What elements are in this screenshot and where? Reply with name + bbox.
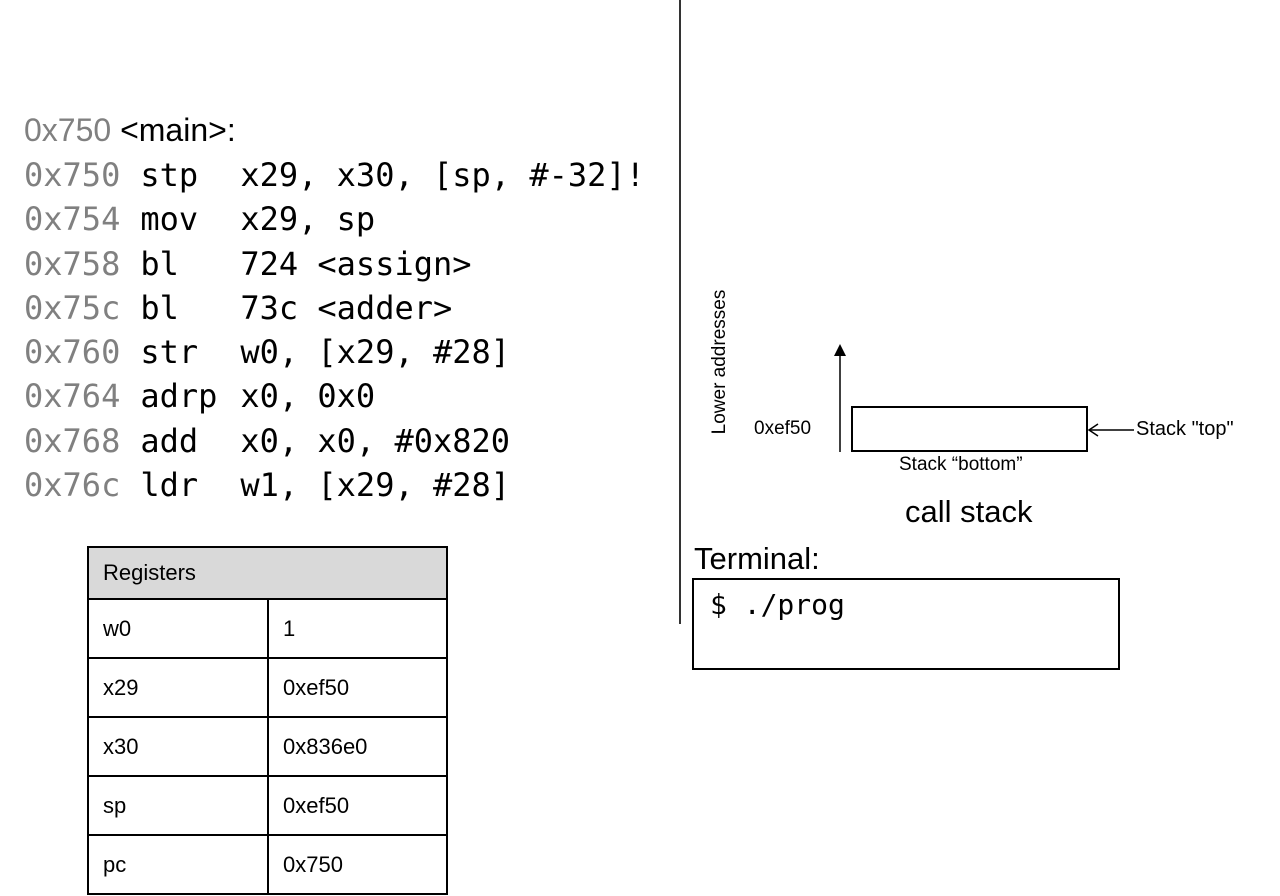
- code-opcode: mov: [140, 200, 199, 239]
- function-name: <main>:: [120, 112, 236, 148]
- call-stack-caption: call stack: [905, 494, 1033, 529]
- registers-table: Registers w0 1 x29 0xef50 x30 0x836e0 sp…: [87, 546, 448, 895]
- stack-top-label: Stack "top": [1136, 418, 1234, 440]
- code-operands: x29, x30, [sp, #-32]!: [240, 156, 645, 194]
- code-opcode: stp: [140, 156, 199, 194]
- code-address: 0x76c: [24, 466, 121, 505]
- register-name: x29: [87, 657, 269, 718]
- registers-title: Registers: [87, 546, 448, 600]
- register-value: 0x750: [267, 834, 448, 895]
- stack-address-label: 0xef50: [754, 418, 812, 439]
- code-address: 0x75c: [24, 288, 121, 327]
- register-name: pc: [87, 834, 269, 895]
- terminal-text: $ ./prog: [710, 588, 845, 621]
- code-line: 0x750 stp x29, x30, [sp, #-32]!: [24, 153, 645, 197]
- terminal-label: Terminal:: [694, 541, 820, 576]
- assembly-listing: 0x750 stp x29, x30, [sp, #-32]! 0x754 mov x2…: [24, 153, 645, 507]
- code-address: 0x750: [24, 156, 121, 194]
- code-operands: 73c <adder>: [240, 288, 453, 327]
- code-operands: x29, sp: [240, 200, 376, 239]
- register-name: sp: [87, 775, 269, 836]
- register-name: w0: [87, 598, 269, 659]
- registers-header-row: Registers: [87, 546, 448, 600]
- code-operands: 724 <assign>: [240, 244, 472, 283]
- code-opcode: bl: [140, 288, 179, 327]
- code-line: 0x760 str w0, [x29, #28]: [24, 330, 645, 374]
- code-address: 0x760: [24, 333, 121, 372]
- vertical-divider: [679, 0, 681, 624]
- code-opcode: ldr: [140, 466, 199, 505]
- left-arrow-icon: [1087, 423, 1134, 437]
- code-opcode: add: [140, 421, 199, 460]
- code-opcode: adrp: [140, 377, 218, 416]
- code-line: 0x768 add x0, x0, #0x820: [24, 419, 645, 463]
- register-value: 1: [267, 598, 448, 659]
- register-row: x30 0x836e0: [87, 716, 448, 777]
- register-row: sp 0xef50: [87, 775, 448, 836]
- code-address: 0x754: [24, 200, 121, 239]
- code-operands: w0, [x29, #28]: [240, 333, 511, 372]
- up-arrow-icon: [834, 344, 846, 452]
- register-row: w0 1: [87, 598, 448, 659]
- register-name: x30: [87, 716, 269, 777]
- function-header: 0x750 <main>:: [24, 108, 236, 152]
- code-line: 0x75c bl 73c <adder>: [24, 286, 645, 330]
- register-value: 0xef50: [267, 775, 448, 836]
- code-address: 0x758: [24, 244, 121, 283]
- register-row: pc 0x750: [87, 834, 448, 895]
- register-value: 0xef50: [267, 657, 448, 718]
- code-address: 0x764: [24, 377, 121, 416]
- terminal-output: $ ./prog: [692, 578, 1120, 670]
- code-line: 0x764 adrp x0, 0x0: [24, 374, 645, 418]
- function-address: 0x750: [24, 112, 112, 148]
- code-opcode: bl: [140, 244, 179, 283]
- code-operands: x0, x0, #0x820: [240, 421, 511, 460]
- stack-frame-box: [851, 406, 1088, 452]
- code-opcode: str: [140, 333, 199, 372]
- code-line: 0x754 mov x29, sp: [24, 197, 645, 241]
- code-operands: w1, [x29, #28]: [240, 466, 511, 505]
- code-line: 0x76c ldr w1, [x29, #28]: [24, 463, 645, 507]
- register-value: 0x836e0: [267, 716, 448, 777]
- stack-bottom-label: Stack “bottom”: [899, 454, 1023, 475]
- code-line: 0x758 bl 724 <assign>: [24, 242, 645, 286]
- code-operands: x0, 0x0: [240, 377, 376, 416]
- lower-addresses-label: Lower addresses: [709, 289, 730, 435]
- code-address: 0x768: [24, 421, 121, 460]
- register-row: x29 0xef50: [87, 657, 448, 718]
